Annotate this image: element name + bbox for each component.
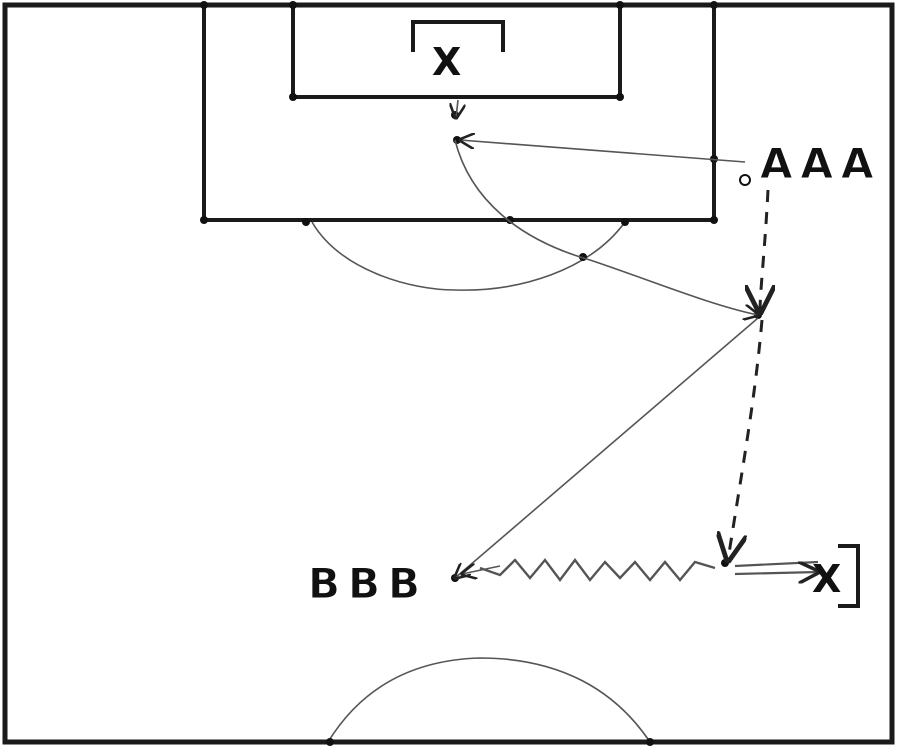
dribble-zigzag — [479, 558, 716, 582]
dashed-run-down — [728, 319, 764, 560]
goal-area — [291, 3, 622, 99]
line-dots — [200, 1, 762, 746]
center-circle-arc — [327, 657, 651, 743]
pass-to-right-x-2 — [734, 572, 818, 574]
dashed-run-a — [760, 189, 768, 312]
arrow-into-goal — [456, 99, 458, 118]
goal-marker — [411, 20, 505, 52]
group-a-label: AAA — [760, 139, 882, 188]
dribble-arrow-back — [462, 566, 501, 574]
run-goal-to-right — [454, 139, 758, 315]
pass-to-b — [455, 317, 759, 578]
cone-top-label: X — [432, 40, 461, 84]
cone-right-label: X — [812, 557, 841, 601]
pass-to-right-x-1 — [734, 560, 819, 568]
group-b-label: BBB — [308, 559, 428, 608]
penalty-box — [202, 3, 716, 222]
pass-a-to-goal — [460, 140, 746, 163]
right-marker-bracket — [838, 544, 860, 608]
